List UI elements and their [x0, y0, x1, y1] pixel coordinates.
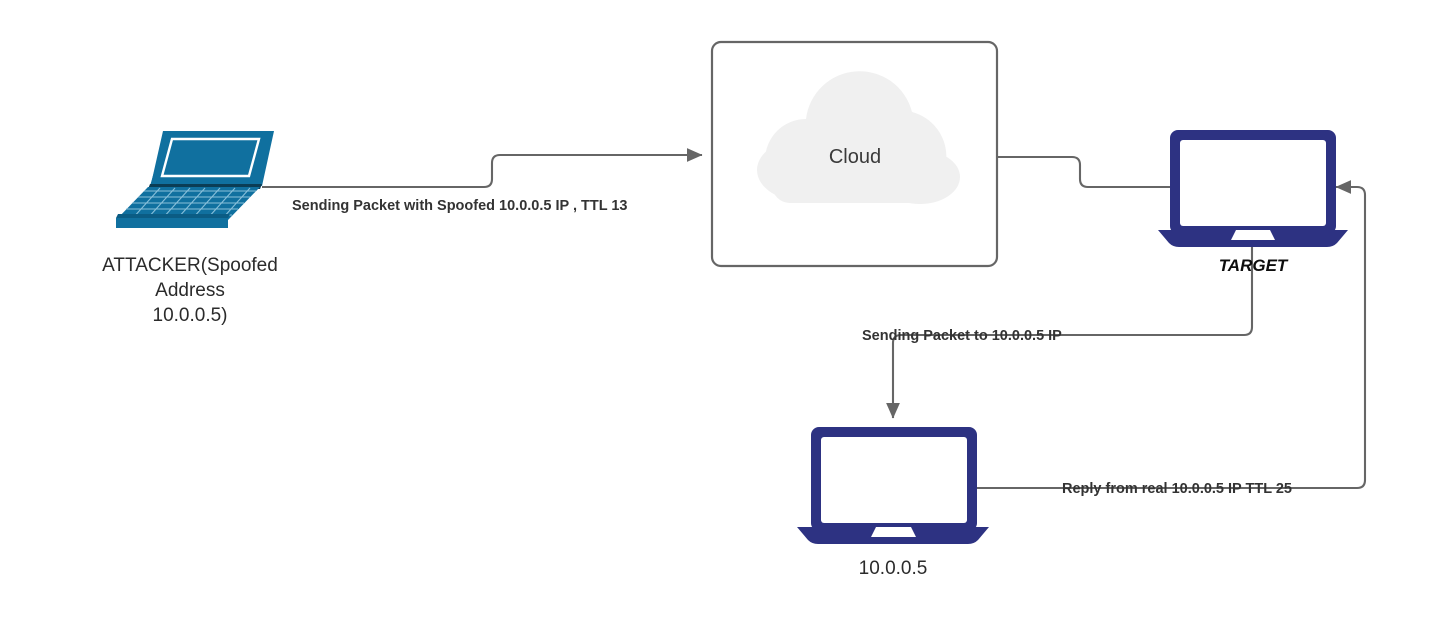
- cloud-label: Cloud: [829, 146, 881, 168]
- edge-target-to-victim-path: [886, 240, 1254, 419]
- edge-target-to-victim[interactable]: Sending Packet to 10.0.0.5 IP: [862, 240, 1254, 419]
- edge-attacker-to-cloud-path: [262, 148, 703, 189]
- edge-victim-to-target-path: [975, 180, 1367, 490]
- edge-cloud-to-target-path: [997, 155, 1170, 189]
- target-label: TARGET: [1219, 256, 1289, 275]
- attacker-label-line2: Address: [155, 280, 225, 301]
- attacker-label-line1: ATTACKER(Spoofed: [102, 255, 278, 276]
- cloud-box[interactable]: Cloud: [710, 40, 999, 268]
- attacker-label-line3: 10.0.0.5): [153, 305, 228, 326]
- cloud-icon: [757, 71, 960, 204]
- edge-cloud-to-target[interactable]: [997, 155, 1170, 189]
- victim-laptop[interactable]: 10.0.0.5: [797, 427, 989, 579]
- edge-victim-to-target[interactable]: Reply from real 10.0.0.5 IP TTL 25: [975, 180, 1367, 497]
- edge-target-to-victim-label: Sending Packet to 10.0.0.5 IP: [862, 328, 1062, 344]
- laptop-front-icon: [797, 427, 989, 544]
- edge-attacker-to-cloud[interactable]: Sending Packet with Spoofed 10.0.0.5 IP …: [262, 148, 703, 214]
- laptop-front-icon: [1158, 130, 1348, 247]
- victim-label: 10.0.0.5: [859, 558, 928, 579]
- laptop-isometric-icon: [116, 131, 274, 228]
- attacker-laptop[interactable]: ATTACKER(Spoofed Address 10.0.0.5): [102, 131, 278, 326]
- target-laptop[interactable]: TARGET: [1158, 130, 1348, 275]
- edge-victim-to-target-label: Reply from real 10.0.0.5 IP TTL 25: [1062, 481, 1292, 497]
- edge-attacker-to-cloud-label: Sending Packet with Spoofed 10.0.0.5 IP …: [292, 198, 627, 214]
